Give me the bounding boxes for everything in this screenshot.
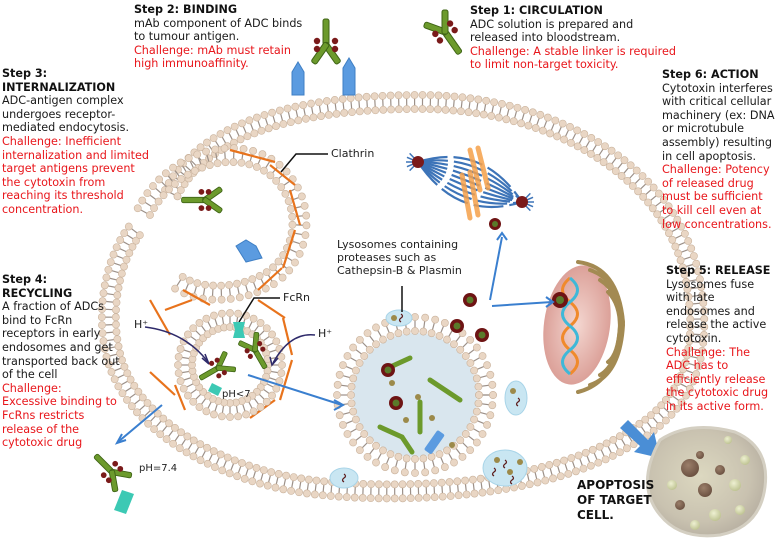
nucleus (543, 260, 626, 394)
cell-membrane (97, 91, 709, 503)
recycled-fcrn-receptor (114, 490, 134, 514)
step3-internalization: Step 3: INTERNALIZATION ADC-antigen comp… (2, 67, 154, 217)
lysosome-vesicle (385, 309, 413, 327)
clathrin-label: Clathrin (331, 147, 375, 160)
proton-arrows (144, 326, 316, 367)
antibody-drug-conjugate (238, 331, 268, 370)
antibody-drug-conjugate (423, 9, 463, 55)
antibody-drug-conjugate (181, 186, 223, 214)
step5-heading: Step 5: RELEASE (666, 264, 771, 277)
tumour-antigen (291, 57, 356, 96)
endosome-ph-label: pH<7 (222, 389, 251, 400)
step4-heading-line1: Step 4: (2, 273, 48, 286)
lysosome-vesicle (504, 380, 528, 416)
step6-challenge: Challenge: Potency of released drug must… (662, 163, 772, 231)
step2-body: mAb component of ADC binds to tumour ant… (134, 16, 303, 44)
late-endosome-lysosome (333, 313, 497, 477)
fcrn-receptor (114, 322, 245, 514)
step3-heading-line1: Step 3: (2, 67, 48, 80)
apoptosis-label: APOPTOSIS OF TARGET CELL. (577, 478, 655, 522)
antibodies (93, 9, 463, 493)
antibody-drug-conjugate (93, 453, 133, 493)
step2-challenge: Challenge: mAb must retain high immunoaf… (134, 43, 291, 71)
step1-body: ADC solution is prepared and released in… (470, 17, 634, 45)
step2-heading: Step 2: BINDING (134, 3, 238, 16)
clathrin-coat (149, 148, 302, 419)
mitotic-spindle (406, 145, 534, 230)
lysosome-vesicle (329, 467, 359, 489)
cytotoxin-payload (552, 292, 568, 308)
antibody-drug-conjugate (311, 18, 341, 65)
step3-challenge: Challenge: Inefficient internalization a… (2, 134, 149, 216)
h-plus-right-label: H⁺ (318, 327, 333, 340)
step3-body: ADC-antigen complex undergoes receptor-m… (2, 94, 130, 135)
step1-circulation: Step 1: CIRCULATION ADC solution is prep… (470, 4, 680, 72)
lysosomes-label: Lysosomes containing proteases such as C… (337, 238, 462, 277)
arrow-to-apoptosis (620, 420, 660, 458)
step5-body: Lysosomes fuse with late endosomes and r… (666, 277, 767, 345)
arrow-endosome-to-lysosome (247, 374, 343, 406)
early-endosome (174, 309, 286, 421)
step2-binding: Step 2: BINDING mAb component of ADC bin… (134, 3, 309, 71)
step5-release: Step 5: RELEASE Lysosomes fuse with late… (666, 264, 775, 414)
free-cytotoxins (381, 293, 489, 410)
step1-heading: Step 1: CIRCULATION (470, 4, 603, 17)
arrow-to-nucleus (491, 301, 553, 307)
step1-challenge: Challenge: A stable linker is required t… (470, 44, 676, 72)
lysosome-vesicle (482, 449, 528, 487)
step6-heading: Step 6: ACTION (662, 68, 759, 81)
antibody-drug-conjugate (198, 351, 237, 381)
step4-challenge: Challenge: Excessive binding to FcRns re… (2, 381, 117, 450)
step4-body: A fraction of ADCs bind to FcRn receptor… (2, 300, 120, 382)
step6-action: Step 6: ACTION Cytotoxin interferes with… (662, 68, 775, 231)
arrows (114, 231, 555, 445)
step4-recycling: Step 4: RECYCLING A fraction of ADCs bin… (2, 273, 120, 450)
step5-challenge: Challenge: The ADC has to efficiently re… (666, 345, 769, 413)
fcrn-pointer (238, 297, 280, 323)
clathrin-pointer (280, 153, 328, 173)
extracellular-ph-label: pH=7.4 (139, 463, 178, 474)
tumour-antigen-internalized (235, 239, 263, 263)
apoptotic-cell (646, 426, 768, 538)
step4-heading-line2: RECYCLING (2, 286, 73, 300)
step6-body: Cytotoxin interferes with critical cellu… (662, 81, 775, 163)
arrow-recycling-out (117, 404, 163, 443)
h-plus-left-label: H⁺ (134, 318, 149, 331)
fcrn-label: FcRn (283, 291, 310, 304)
arrow-to-spindle (489, 236, 503, 301)
step3-heading-line2: INTERNALIZATION (2, 80, 116, 94)
golgi-apparatus (576, 260, 626, 394)
endocytic-pocket-membrane (133, 144, 311, 304)
